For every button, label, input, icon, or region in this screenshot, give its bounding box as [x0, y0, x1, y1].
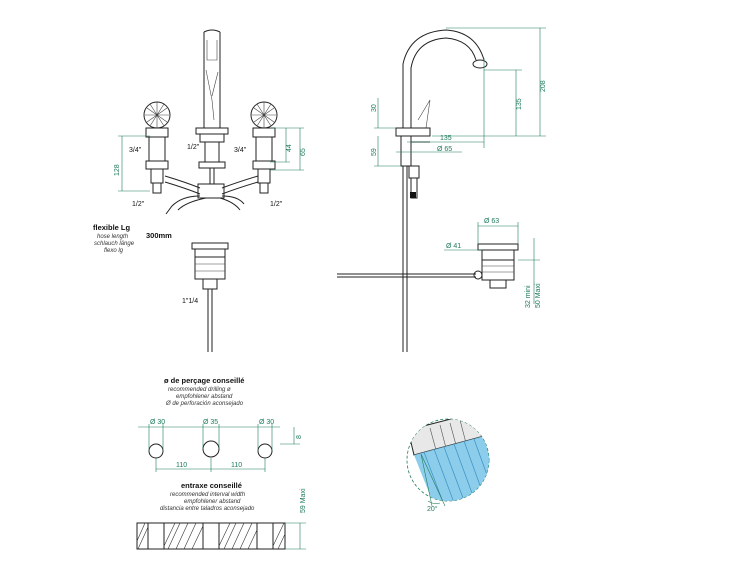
drilling-labels: ø de perçage conseillé recommended drill…: [164, 376, 244, 407]
side-dimensions: 208 135 30 135 59 Ø 65 Ø 63 Ø 41 32 mini…: [371, 27, 547, 308]
dim-phi-65: Ø 65: [437, 146, 452, 153]
drilling-en: recommended drilling ø: [168, 387, 231, 393]
outlet-left-size: 1/2": [132, 201, 145, 208]
inlet-right-size: 3/4": [234, 147, 247, 154]
dim-65: 65: [300, 148, 307, 156]
flexible-de: schlauch länge: [94, 241, 135, 247]
spacing-right: 110: [231, 462, 242, 469]
interval-de: empfohlener abstand: [184, 499, 241, 505]
side-view: [337, 29, 519, 352]
drain-size: 1"1/4: [182, 298, 198, 305]
right-handle: [250, 101, 278, 194]
interval-title: entraxe conseillé: [181, 481, 242, 490]
spray-angle: 20°: [427, 505, 438, 513]
dim-8: 8: [296, 435, 303, 439]
front-view: [143, 29, 278, 352]
inlet-center-size: 1/2": [187, 144, 200, 151]
drilling-title: ø de perçage conseillé: [164, 376, 244, 385]
outlet-right-size: 1/2": [270, 201, 283, 208]
interval-labels: entraxe conseillé recommended interval w…: [160, 481, 255, 512]
hole-center-diameter: Ø 35: [203, 419, 218, 426]
drilling-de: empfohlener abstand: [176, 394, 233, 400]
dim-phi-63: Ø 63: [484, 218, 499, 225]
flexible-es: flexo lg: [104, 248, 124, 254]
countertop-section: 59 Maxi: [136, 488, 307, 550]
dim-135-horizontal: 135: [440, 135, 452, 142]
spacing-left: 110: [176, 462, 187, 469]
dim-30: 30: [371, 104, 378, 112]
hose-length-label: 300mm: [146, 231, 172, 240]
dim-phi-41: Ø 41: [446, 243, 461, 250]
drilling-es: Ø de perforación aconsejado: [165, 401, 244, 407]
left-handle: [143, 101, 171, 194]
dim-59-maxi: 59 Maxi: [300, 488, 307, 513]
dim-59: 59: [371, 148, 378, 156]
dim-208: 208: [540, 80, 547, 92]
drilling-holes: Ø 30 Ø 35 Ø 30 8 110 110: [138, 419, 303, 472]
dim-135-vertical: 135: [516, 98, 523, 110]
front-labels: 3/4" 1/2" 3/4" 1/2" 1/2" flexible Lg hos…: [93, 144, 283, 305]
interval-es: distancia entre taladros aconsejado: [160, 506, 255, 512]
flexible-title: flexible Lg: [93, 223, 131, 232]
interval-en: recommended interval width: [170, 492, 246, 498]
dim-128: 128: [114, 164, 121, 176]
inlet-left-size: 3/4": [129, 147, 142, 154]
hole-right-diameter: Ø 30: [259, 419, 274, 426]
dim-50-maxi: 50 Maxi: [535, 283, 542, 308]
dim-32-mini: 32 mini: [525, 285, 532, 308]
hole-left-diameter: Ø 30: [150, 419, 165, 426]
dim-44: 44: [286, 144, 293, 152]
front-dimensions: 128 44 65: [114, 127, 307, 192]
aerator-detail: 20°: [406, 418, 490, 513]
flexible-en: hose length: [97, 234, 129, 240]
